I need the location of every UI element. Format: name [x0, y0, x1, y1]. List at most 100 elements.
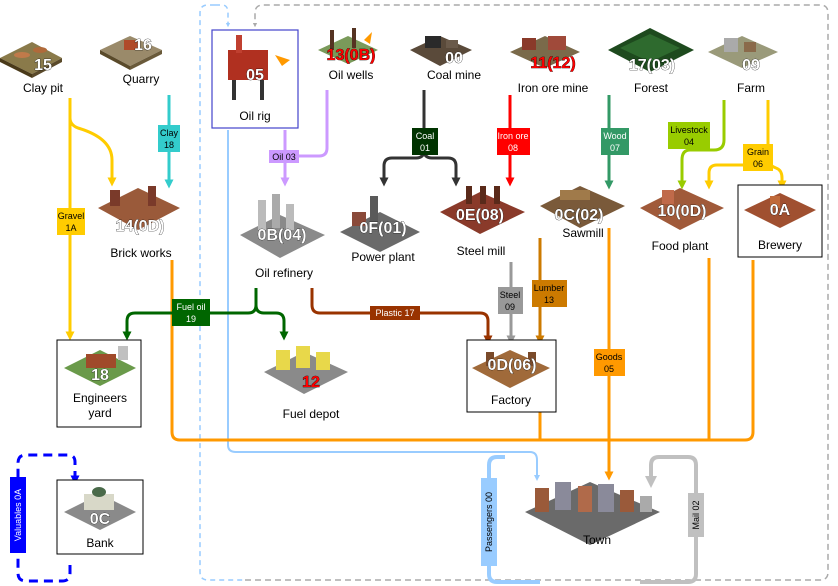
- svg-text:1A: 1A: [65, 223, 76, 233]
- livestock-arrow: [677, 100, 726, 190]
- svg-text:Wood: Wood: [603, 131, 626, 141]
- svg-text:05: 05: [604, 364, 614, 374]
- svg-text:Grain: Grain: [747, 147, 769, 157]
- brewery-label: Brewery: [758, 238, 802, 252]
- svg-text:09: 09: [505, 302, 515, 312]
- bank-icon: [64, 487, 136, 530]
- oil-rig-icon: [228, 35, 290, 100]
- svg-text:07: 07: [610, 143, 620, 153]
- bank-id: 0C: [90, 511, 111, 528]
- gravel-tag: Gravel 1A: [57, 208, 85, 235]
- passengers-tag: Passengers 00: [481, 478, 497, 566]
- lumber-tag: Lumber 13: [532, 280, 567, 307]
- brewery-id: 0A: [770, 202, 791, 219]
- svg-text:Iron ore: Iron ore: [497, 131, 528, 141]
- coal-mine-icon: [410, 36, 472, 66]
- engineers-yard-icon: [64, 346, 136, 386]
- farm-icon: [708, 36, 778, 68]
- oil-tag: Oil 03: [269, 150, 299, 163]
- svg-text:18: 18: [164, 140, 174, 150]
- engineers-yard-label-2: yard: [88, 406, 111, 420]
- svg-text:Coal: Coal: [416, 131, 435, 141]
- farm-label: Farm: [737, 81, 765, 95]
- svg-text:Passengers 00: Passengers 00: [484, 492, 494, 552]
- iron-ore-mine-id: 11(12): [530, 55, 575, 72]
- mail-tag: Mail 02: [688, 493, 704, 537]
- clay-pit-icon: [0, 42, 62, 78]
- svg-text:13: 13: [544, 295, 554, 305]
- oil-rig-id: 05: [246, 67, 264, 84]
- passengers-to-town: [227, 130, 540, 481]
- svg-text:19: 19: [186, 314, 196, 324]
- wood-tag: Wood 07: [601, 128, 629, 155]
- mail-town-loop: [640, 455, 698, 584]
- forest-id: 17(03): [629, 57, 675, 74]
- svg-text:Steel: Steel: [500, 290, 521, 300]
- svg-text:Mail 02: Mail 02: [691, 500, 701, 529]
- svg-text:Plastic 17: Plastic 17: [375, 308, 414, 318]
- clay-pit-to-brickworks: [68, 117, 117, 187]
- brewery-icon: [744, 193, 816, 228]
- svg-text:Valuables 0A: Valuables 0A: [13, 489, 23, 541]
- valuables-tag: Valuables 0A: [10, 477, 26, 553]
- steel-mill-icon: [440, 186, 525, 234]
- farm-id: 09: [742, 57, 760, 74]
- town-icon: [525, 482, 660, 545]
- oil-rig-label: Oil rig: [239, 109, 270, 123]
- fuel-depot-icon: [264, 346, 348, 394]
- clay-tag: Clay 18: [158, 125, 180, 152]
- quarry-id: 16: [134, 37, 152, 54]
- power-plant-icon: [340, 196, 420, 252]
- forest-icon: [608, 28, 694, 72]
- fuel-depot-id: 12: [302, 374, 320, 391]
- coal-mine-label: Coal mine: [427, 68, 481, 82]
- clay-pit-id: 15: [34, 57, 52, 74]
- plastic-tag: Plastic 17: [370, 306, 420, 320]
- sawmill-label: Sawmill: [562, 226, 603, 240]
- food-plant-icon: [640, 188, 724, 230]
- svg-text:06: 06: [753, 159, 763, 169]
- factory-icon: [472, 350, 550, 388]
- goods-bus-line: [170, 260, 755, 442]
- svg-text:Oil 03: Oil 03: [272, 152, 296, 162]
- food-plant-label: Food plant: [652, 239, 709, 253]
- svg-text:Goods: Goods: [596, 352, 623, 362]
- quarry-icon: [100, 36, 162, 70]
- oil-refinery-id: 0B(04): [258, 227, 307, 244]
- grain-arrow-food: [704, 100, 770, 190]
- power-plant-id: 0F(01): [359, 220, 406, 237]
- oil-refinery-icon: [240, 194, 325, 258]
- steel-mill-id: 0E(08): [456, 207, 504, 224]
- food-plant-id: 10(0D): [658, 203, 707, 220]
- svg-text:Gravel: Gravel: [58, 211, 85, 221]
- factory-id: 0D(06): [488, 357, 537, 374]
- sawmill-icon: [540, 186, 625, 228]
- fuel-oil-arrow-depot: [254, 304, 289, 341]
- power-plant-label: Power plant: [351, 250, 415, 264]
- svg-text:Livestock: Livestock: [670, 125, 708, 135]
- svg-text:Clay: Clay: [160, 128, 179, 138]
- oil-wells-id: 13(0B): [327, 47, 376, 64]
- livestock-tag: Livestock 04: [668, 122, 710, 149]
- town-label: Town: [583, 533, 611, 547]
- coal-mine-id: 00: [445, 50, 463, 67]
- fuel-oil-tag: Fuel oil 19: [172, 299, 210, 326]
- iron-ore-mine-label: Iron ore mine: [518, 81, 589, 95]
- brick-works-icon: [98, 186, 180, 230]
- oil-rig-box: [211, 29, 299, 129]
- svg-text:Lumber: Lumber: [534, 283, 565, 293]
- brick-works-id: 14(0D): [116, 218, 165, 235]
- iron-ore-mine-icon: [510, 36, 580, 68]
- svg-text:04: 04: [684, 137, 694, 147]
- quarry-label: Quarry: [123, 72, 160, 86]
- steel-mill-label: Steel mill: [457, 244, 506, 258]
- svg-text:08: 08: [508, 143, 518, 153]
- clay-pit-label: Clay pit: [23, 81, 64, 95]
- grain-tag: Grain 06: [743, 144, 773, 171]
- coal-tag: Coal 01: [412, 128, 438, 155]
- steel-tag: Steel 09: [498, 287, 523, 314]
- engineers-yard-label: Engineers: [73, 391, 127, 405]
- goods-tag: Goods 05: [594, 349, 625, 376]
- factory-label: Factory: [491, 393, 531, 407]
